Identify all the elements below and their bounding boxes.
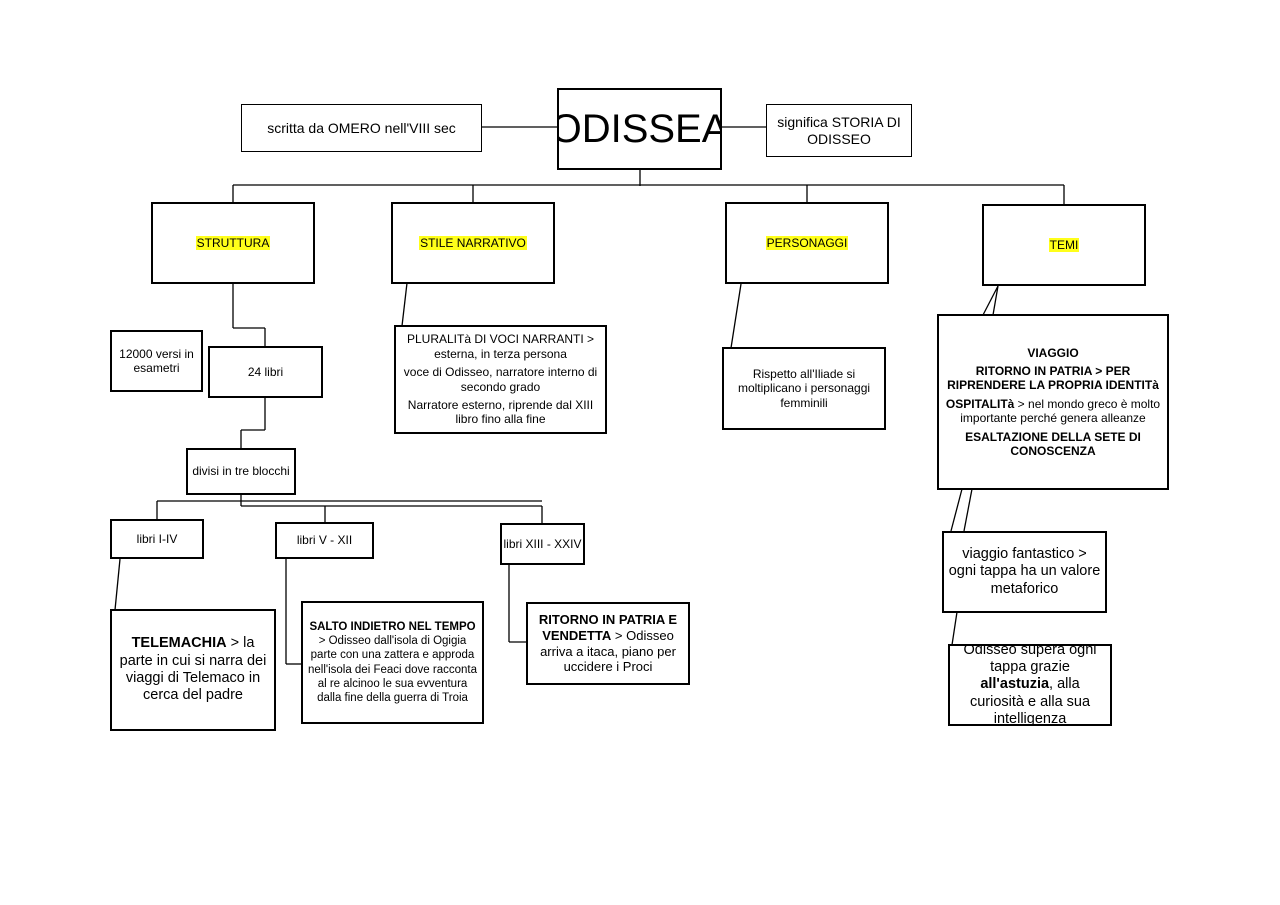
branch-personaggi: PERSONAGGI: [725, 202, 889, 284]
branch-personaggi-label: PERSONAGGI: [765, 235, 849, 251]
telemachia-text: TELEMACHIA > la parte in cui si narra de…: [117, 635, 269, 705]
blocchi-text: divisi in tre blocchi: [192, 464, 290, 479]
temi-detail-box: VIAGGIO RITORNO IN PATRIA > PER RIPRENDE…: [937, 314, 1169, 490]
branch-temi: TEMI: [982, 204, 1146, 286]
salto-bold: SALTO INDIETRO NEL TEMPO: [309, 621, 476, 634]
blocchi-box: divisi in tre blocchi: [186, 448, 296, 495]
temi-ospitalita: OSPITALITà > nel mondo greco è molto imp…: [941, 397, 1165, 426]
astuzia-bold: all'astuzia: [980, 676, 1050, 693]
salto-text: SALTO INDIETRO NEL TEMPO > Odisseo dall'…: [305, 620, 480, 704]
libri-box: 24 libri: [208, 346, 323, 398]
author-box: scritta da OMERO nell'VIII sec: [241, 104, 482, 152]
viaggio-fantastico-text: viaggio fantastico > ogni tappa ha un va…: [948, 545, 1101, 597]
personaggi-detail-box: Rispetto all'Iliade si moltiplicano i pe…: [722, 347, 886, 430]
telemachia-bold: TELEMACHIA: [131, 635, 227, 652]
temi-ospitalita-bold: OSPITALITà: [945, 396, 1015, 411]
stile-line-1: PLURALITà DI VOCI NARRANTI > esterna, in…: [406, 332, 595, 361]
block-label-2: libri V - XII: [275, 522, 374, 559]
temi-esaltazione: ESALTAZIONE DELLA SETE DI CONOSCENZA: [965, 429, 1141, 458]
branch-struttura-label: STRUTTURA: [195, 235, 271, 251]
telemachia-rest: > la parte in cui si narra dei viaggi di…: [119, 635, 267, 704]
salto-box: SALTO INDIETRO NEL TEMPO > Odisseo dall'…: [301, 601, 484, 724]
telemachia-box: TELEMACHIA > la parte in cui si narra de…: [110, 609, 276, 731]
astuzia-text: Odisseo supera ogni tappa grazie all'ast…: [952, 644, 1108, 726]
block-label-1: libri I-IV: [110, 519, 204, 559]
ritorno-text: RITORNO IN PATRIA E VENDETTA > Odisseo a…: [534, 612, 682, 674]
author-text: scritta da OMERO nell'VIII sec: [267, 119, 456, 136]
page-title: ODISSEA: [557, 107, 722, 151]
temi-ospitalita-rest: > nel mondo greco è molto importante per…: [960, 396, 1161, 426]
ritorno-bold: RITORNO IN PATRIA E VENDETTA: [538, 612, 678, 643]
branch-stile-label: STILE NARRATIVO: [419, 235, 527, 251]
versi-box: 12000 versi in esametri: [110, 330, 203, 392]
salto-rest: > Odisseo dall'isola di Ogigia parte con…: [307, 635, 478, 704]
libri-text: 24 libri: [247, 364, 284, 379]
branch-struttura: STRUTTURA: [151, 202, 315, 284]
stile-detail-box: PLURALITà DI VOCI NARRANTI > esterna, in…: [394, 325, 607, 434]
ritorno-box: RITORNO IN PATRIA E VENDETTA > Odisseo a…: [526, 602, 690, 685]
title-box: ODISSEA: [557, 88, 722, 170]
astuzia-box: Odisseo supera ogni tappa grazie all'ast…: [948, 644, 1112, 726]
stile-line-2: voce di Odisseo, narratore interno di se…: [403, 365, 598, 394]
astuzia-pre: Odisseo supera ogni tappa grazie: [963, 644, 1097, 675]
personaggi-text: Rispetto all'Iliade si moltiplicano i pe…: [737, 366, 871, 410]
block-3-label: libri XIII - XXIV: [503, 536, 582, 551]
branch-temi-label: TEMI: [1048, 237, 1080, 253]
temi-ritorno: RITORNO IN PATRIA > PER RIPRENDERE LA PR…: [947, 364, 1159, 393]
ritorno-rest: > Odisseo arriva a itaca, piano per ucci…: [540, 627, 676, 675]
temi-viaggio: VIAGGIO: [1027, 345, 1079, 360]
meaning-text: significa STORIA DI ODISSEO: [777, 113, 901, 147]
block-1-label: libri I-IV: [136, 531, 178, 546]
stile-line-3: Narratore esterno, riprende dal XIII lib…: [407, 397, 594, 427]
versi-text: 12000 versi in esametri: [119, 346, 194, 375]
astuzia-post: , alla curiosità e alla sua intelligenza: [969, 676, 1091, 726]
block-label-3: libri XIII - XXIV: [500, 523, 585, 565]
viaggio-fantastico-box: viaggio fantastico > ogni tappa ha un va…: [942, 531, 1107, 613]
block-2-label: libri V - XII: [296, 533, 353, 548]
meaning-box: significa STORIA DI ODISSEO: [766, 104, 912, 157]
branch-stile-narrativo: STILE NARRATIVO: [391, 202, 555, 284]
